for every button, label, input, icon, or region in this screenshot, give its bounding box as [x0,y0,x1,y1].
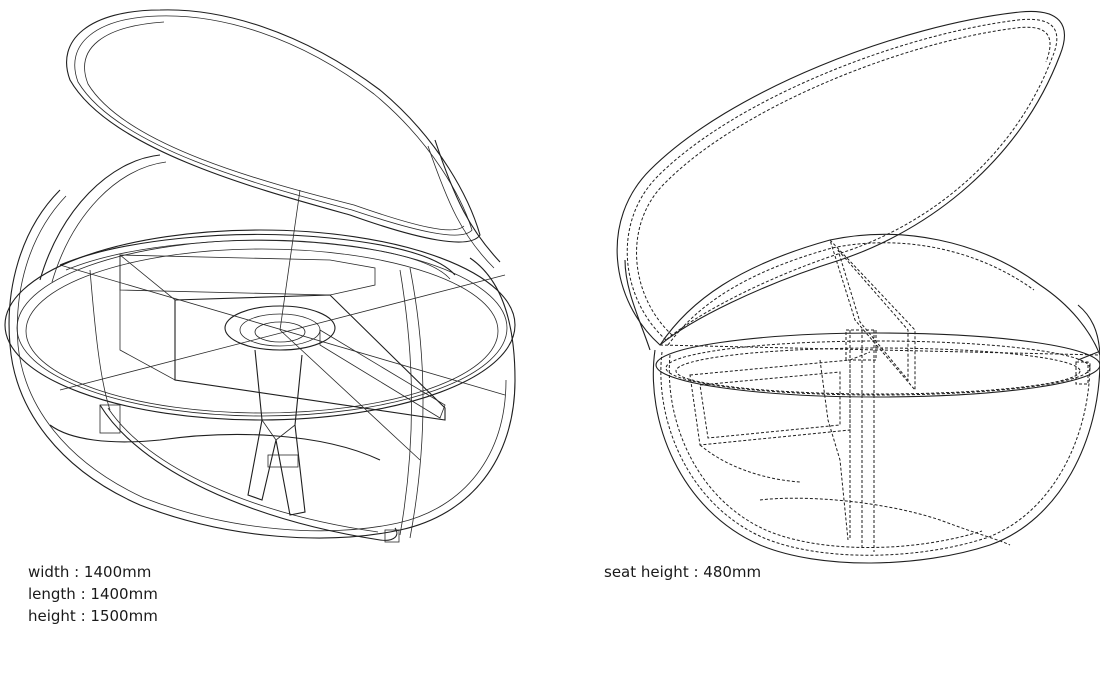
length-spec: length : 1400mm [28,585,158,603]
right-dimensions: seat height : 480mm [604,561,761,583]
right-chair-wireframe [616,10,1100,564]
height-spec: height : 1500mm [28,607,158,625]
left-chair-wireframe [4,9,516,543]
width-spec: width : 1400mm [28,563,152,581]
left-dimensions: width : 1400mm length : 1400mm height : … [28,561,158,627]
seat-height-spec: seat height : 480mm [604,563,762,581]
